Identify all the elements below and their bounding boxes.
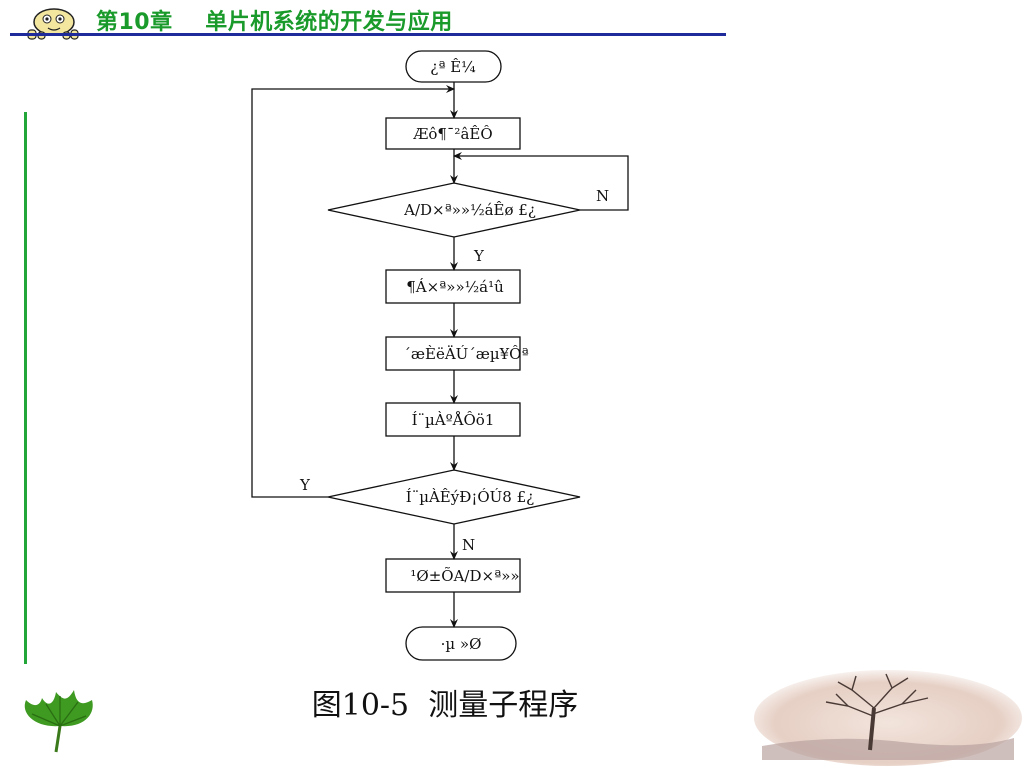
loop-n-decision1 [453,152,629,211]
header-divider [10,33,726,36]
channel-count-label: Í¨µÀÊýÐ¡ÓÚ8 £¿ [406,488,534,506]
branch-y-label: Y [473,247,485,265]
start-test-label: Æô¶¯²âÊÔ [412,125,492,143]
loop-y-decision2 [251,85,455,498]
branch-n-exit-label: N [462,536,475,554]
end-terminal [405,626,517,661]
end-label: ·µ »Ø [441,635,482,653]
store-memory-label: ´æÈëÄÚ´æµ¥Ôª [403,345,528,363]
store-memory-box [385,336,521,371]
close-ad-box [385,558,521,593]
read-result-label: ¶Á×ª»»½á¹û [406,278,504,296]
channel-increment-label: Í¨µÀºÅÔö1 [412,411,495,429]
side-accent-bar [24,112,27,664]
start-label: ¿ª Ê¼ [430,58,476,76]
slide-header: 第10章 单片机系统的开发与应用 [0,0,1024,44]
branch-n-label: N [596,187,609,205]
branch-y-loop-label: Y [299,476,311,494]
close-ad-label: ¹Ø±ÕA/D×ª»» [410,567,519,585]
chapter-title: 第10章 单片机系统的开发与应用 [96,10,453,35]
figure-caption: 图10-5 测量子程序 [311,688,579,723]
channel-increment-box [385,402,521,437]
conversion-done-label: A/D×ª»»½áÊø £¿ [403,201,536,219]
tree-photo [754,670,1022,766]
leaf-icon [24,690,93,753]
